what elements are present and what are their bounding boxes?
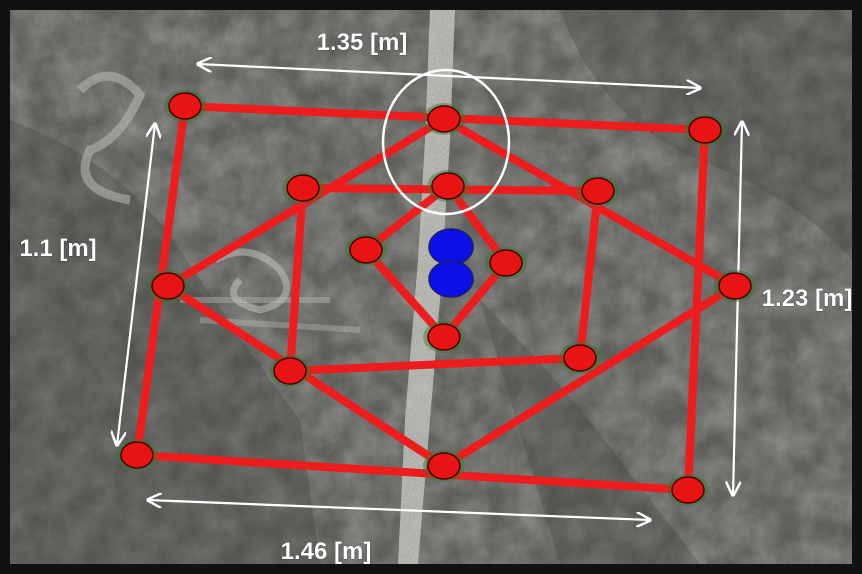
frame-line — [440, 282, 739, 470]
survey-point — [671, 476, 705, 504]
survey-point — [120, 441, 154, 469]
frame-line — [362, 246, 448, 341]
survey-point — [168, 92, 202, 120]
blue-marker-lower — [428, 260, 474, 298]
highlight-circle — [381, 68, 511, 216]
frame-line — [133, 451, 692, 494]
blue-markers — [428, 228, 474, 298]
survey-point — [489, 249, 523, 277]
dimension-arrow — [198, 64, 700, 88]
survey-point — [431, 172, 465, 200]
survey-point — [349, 236, 383, 264]
dimension-arrow — [733, 122, 742, 495]
survey-point — [563, 344, 597, 372]
frame-line — [440, 259, 510, 341]
dimension-arrow — [117, 124, 155, 445]
frame-line — [576, 187, 602, 362]
frame-line — [286, 354, 584, 375]
blue-marker-upper — [428, 228, 474, 266]
frame-line — [362, 182, 452, 254]
frame-line — [164, 282, 448, 470]
survey-point — [273, 357, 307, 385]
survey-point — [151, 272, 185, 300]
right-height-label: 1.23 [m] — [762, 285, 853, 312]
frame-line — [164, 115, 448, 290]
survey-point — [286, 174, 320, 202]
frame-line — [286, 184, 307, 375]
survey-point — [427, 323, 461, 351]
survey-point — [427, 452, 461, 480]
frame-line — [444, 182, 510, 267]
survey-point — [688, 116, 722, 144]
survey-points — [116, 90, 756, 506]
left-height-label: 1.1 [m] — [19, 235, 96, 262]
dimension-arrow — [148, 500, 650, 520]
bottom-width-label: 1.46 [m] — [281, 538, 372, 565]
survey-point — [581, 177, 615, 205]
dimension-arrows — [117, 64, 742, 520]
survey-point — [427, 105, 461, 133]
top-width-label: 1.35 [m] — [317, 29, 408, 56]
survey-point — [718, 272, 752, 300]
